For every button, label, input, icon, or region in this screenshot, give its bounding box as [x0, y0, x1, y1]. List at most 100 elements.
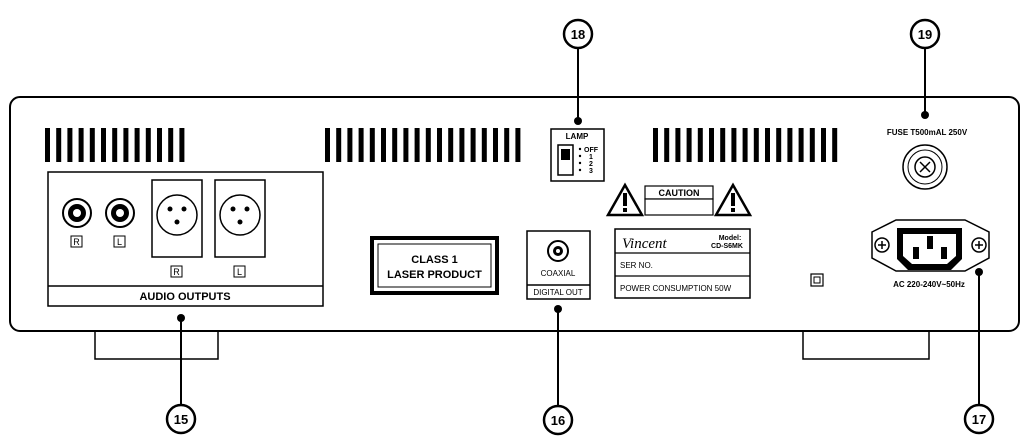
vent-slot [776, 128, 782, 162]
vent-slot [765, 128, 770, 162]
coaxial-label: COAXIAL [541, 269, 576, 278]
vent-slot [515, 128, 521, 162]
callout-16: 16 [542, 404, 574, 436]
vent-slot [414, 128, 420, 162]
vent-slot [381, 128, 386, 162]
vent-slot [157, 128, 162, 162]
vent-slot [664, 128, 670, 162]
vent-slot [392, 128, 398, 162]
vent-slot [403, 128, 409, 162]
vent-slot [425, 128, 431, 162]
ac-label: AC 220-240V~50Hz [893, 280, 965, 289]
lamp-label: LAMP [566, 132, 589, 141]
xlr-connector-right [151, 179, 203, 258]
rca-jack-right [62, 198, 92, 228]
vent-slot [504, 128, 510, 162]
caution-text: CAUTION [659, 188, 700, 198]
ground-terminal [810, 273, 824, 287]
laser-product-label: CLASS 1 LASER PRODUCT [370, 236, 499, 295]
warning-triangle-icon [713, 182, 753, 217]
rating-label: Vincent Model: CD-S6MK SER NO. POWER CON… [614, 228, 751, 299]
vent-slot [336, 128, 342, 162]
lamp-option-3: 3 [589, 168, 593, 175]
model-value: CD-S6MK [711, 243, 743, 250]
vent-slot [123, 128, 129, 162]
vent-slot [437, 128, 442, 162]
callout-18: 18 [562, 18, 594, 50]
callout-dot [574, 117, 582, 125]
audio-outputs-section: AUDIO OUTPUTS R L R [47, 171, 324, 307]
lamp-option-2: 2 [589, 161, 593, 168]
ventilation-slots [45, 128, 838, 162]
vent-slot [709, 128, 714, 162]
callout-18-number: 18 [571, 27, 585, 42]
vent-slot [78, 128, 84, 162]
vent-slot [787, 128, 793, 162]
warning-triangle-icon [605, 182, 645, 217]
fuse-holder: FUSE T500mAL 250V [887, 128, 968, 190]
xlr-connector-left [214, 179, 266, 258]
callout-dot [177, 314, 185, 322]
vent-slot [798, 128, 804, 162]
vent-slot [448, 128, 454, 162]
vent-slot [145, 128, 151, 162]
lamp-switch: LAMP OFF 1 2 3 [550, 128, 605, 182]
vent-slot [112, 128, 118, 162]
vent-slot [686, 128, 692, 162]
ac-power-inlet: AC 220-240V~50Hz [871, 219, 990, 289]
power-label: POWER CONSUMPTION 50W [620, 284, 732, 293]
fuse-label: FUSE T500mAL 250V [887, 128, 968, 137]
vent-slot [720, 128, 726, 162]
callout-19-number: 19 [918, 27, 932, 42]
rca-jack-left [105, 198, 135, 228]
brand-logo: Vincent [622, 236, 668, 252]
coaxial-digital-output: COAXIAL DIGITAL OUT [526, 230, 591, 300]
digital-out-label: DIGITAL OUT [533, 288, 582, 297]
left-foot [94, 330, 219, 360]
vent-slot [832, 128, 838, 162]
callout-dot [975, 268, 983, 276]
vent-slot [742, 128, 748, 162]
callout-19: 19 [909, 18, 941, 50]
callout-16-number: 16 [551, 413, 565, 428]
vent-slot [45, 128, 50, 162]
vent-slot [653, 128, 658, 162]
vent-slot [809, 128, 815, 162]
lamp-option-off: OFF [584, 147, 599, 154]
vent-slot [481, 128, 487, 162]
callout-dot [554, 305, 562, 313]
vent-slot [101, 128, 106, 162]
laser-line2: LASER PRODUCT [387, 269, 482, 281]
vent-slot [56, 128, 62, 162]
vent-slot [753, 128, 759, 162]
rca-right-label: R [73, 237, 80, 247]
vent-slot [179, 128, 185, 162]
xlr-left-label: L [237, 267, 242, 277]
vent-slot [459, 128, 465, 162]
rca-left-label: L [117, 237, 122, 247]
lamp-option-1: 1 [589, 154, 593, 161]
vent-slot [67, 128, 73, 162]
vent-slot [675, 128, 681, 162]
callout-15-number: 15 [174, 412, 188, 427]
xlr-right-label: R [173, 267, 180, 277]
callout-15: 15 [165, 403, 197, 435]
vent-slot [347, 128, 353, 162]
callout-dot [921, 111, 929, 119]
right-foot [802, 330, 930, 360]
vent-slot [697, 128, 703, 162]
vent-slot [168, 128, 174, 162]
callout-17: 17 [963, 403, 995, 435]
caution-label: CAUTION [605, 182, 753, 217]
vent-slot [89, 128, 95, 162]
vent-slot [821, 128, 826, 162]
vent-slot [493, 128, 498, 162]
vent-slot [134, 128, 140, 162]
vent-slot [358, 128, 364, 162]
model-label: Model: [719, 235, 742, 242]
vent-slot [731, 128, 737, 162]
laser-line1: CLASS 1 [411, 254, 457, 266]
audio-outputs-label: AUDIO OUTPUTS [139, 291, 230, 303]
callout-17-number: 17 [972, 412, 986, 427]
